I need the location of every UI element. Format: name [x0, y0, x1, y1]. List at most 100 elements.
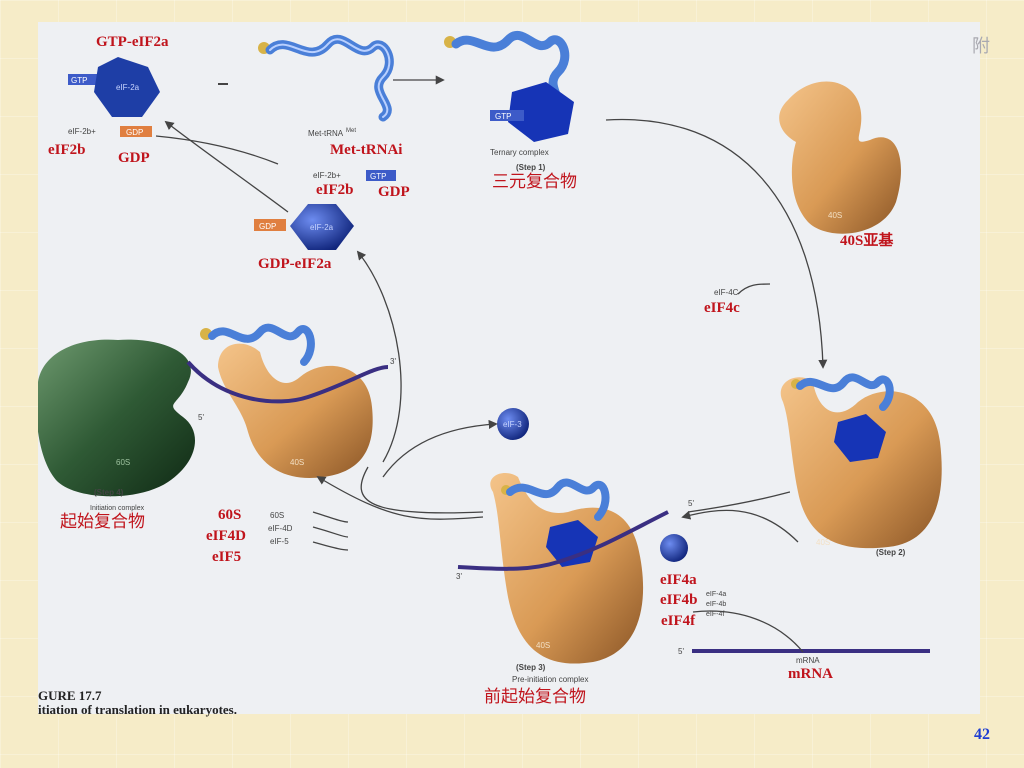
label-eif4a: eIF4a [660, 572, 697, 588]
step4-label: (Step 4) [94, 488, 124, 497]
label-eif4c: eIF4c [704, 300, 740, 316]
svg-text:Pre-initiation complex: Pre-initiation complex [512, 675, 588, 684]
step3-mrna [457, 510, 669, 571]
svg-text:40S: 40S [828, 211, 842, 220]
label-40s-subunit-cn: 40S亚基 [840, 233, 894, 249]
met-trna-small: Met-tRNA [308, 129, 344, 138]
svg-text:eIF-3: eIF-3 [503, 420, 522, 429]
step3-label: (Step 3) [516, 663, 546, 672]
met-sup: Met [346, 128, 356, 134]
step1-label: (Step 1) [516, 163, 546, 172]
svg-text:60S: 60S [116, 458, 130, 467]
met-trna-molecule: Met-tRNA Met [258, 34, 394, 138]
arrow-eif3-release [382, 419, 498, 478]
eif2a-hexagon [94, 57, 160, 117]
arrow-step3-to-step4 [316, 476, 484, 520]
label-mrna: mRNA [788, 666, 833, 682]
label-eif4b: eIF4b [660, 592, 698, 608]
ternary-small-label: Ternary complex [490, 148, 549, 157]
translation-initiation-diagram: GTP eIF-2a eIF-2b+ GDP Met-tRNA Met GTP … [38, 30, 942, 684]
svg-text:5': 5' [678, 647, 684, 656]
svg-text:GTP: GTP [370, 172, 386, 181]
label-preinitiation-complex-cn: 前起始复合物 [484, 687, 586, 707]
arrow-60s-in [312, 511, 349, 523]
svg-text:mRNA: mRNA [796, 656, 820, 665]
eif2a-text: eIF-2a [116, 83, 140, 92]
gdp-tag-top-text: GDP [126, 128, 143, 137]
step3-preinitiation-complex: 3' 5' 40S (Step 3) Pre-initiation comple… [456, 472, 694, 684]
arrow-step3-up [360, 466, 484, 514]
svg-text:5': 5' [688, 499, 694, 508]
svg-text:40S: 40S [816, 538, 830, 547]
eif4-protein-ball [660, 534, 688, 562]
step2-complex: 40S (Step 2) [780, 373, 942, 557]
page-number: 42 [974, 726, 990, 743]
svg-text:GDP: GDP [259, 222, 276, 231]
label-eif5: eIF5 [212, 549, 242, 565]
gtp-tag-text: GTP [71, 76, 87, 85]
arrow-mrna-in [692, 610, 804, 653]
arrow-ternary-to-step2 [605, 118, 828, 369]
gtp-tag [68, 74, 98, 85]
gtp-eif2a-complex: GTP eIF-2a [68, 57, 160, 117]
pathway-arrows [155, 75, 828, 653]
svg-text:40S: 40S [536, 641, 550, 650]
eif2b-small-text: eIF-2b+ [68, 127, 96, 136]
figure-title: itiation of translation in eukaryotes. [38, 702, 237, 717]
label-gtp-eif2a: GTP-eIF2a [96, 34, 169, 50]
ternary-complex: GTP Ternary complex (Step 1) [444, 30, 574, 172]
svg-text:eIF-2b+: eIF-2b+ [313, 171, 341, 180]
arrow-step2-to-step3 [681, 509, 799, 543]
corner-mark: 附 [972, 36, 990, 57]
gdp-eif2a-complex: GDP eIF-2a [254, 204, 354, 250]
svg-text:eIF-2a: eIF-2a [310, 223, 334, 232]
svg-text:3': 3' [390, 357, 396, 366]
svg-text:GTP: GTP [495, 112, 511, 121]
label-ternary-complex-cn: 三元复合物 [492, 172, 577, 192]
label-60s: 60S [218, 507, 242, 523]
svg-text:eIF-4f: eIF-4f [706, 611, 724, 618]
step4-initiation-complex: 5' 3' 60S 40S (Step 4) Initiation comple… [38, 323, 396, 512]
arrow-gdp-eif2a-recycle [164, 120, 289, 213]
eif2b-gdp-small-top: eIF-2b+ GDP [68, 126, 152, 137]
gdp-tag-top [120, 126, 152, 137]
svg-text:3': 3' [456, 572, 462, 581]
40s-subunit-top-right: 40S [779, 81, 901, 234]
svg-text:eIF-4a: eIF-4a [706, 591, 726, 598]
figure-panel: GTP eIF-2a eIF-2b+ GDP Met-tRNA Met GTP … [38, 22, 980, 717]
svg-text:40S: 40S [290, 458, 304, 467]
svg-text:60S: 60S [270, 511, 284, 520]
figure-number: GURE 17.7 [38, 688, 102, 703]
label-eif2b-top: eIF2b [48, 142, 86, 158]
eif3-protein: eIF-3 [497, 408, 529, 440]
svg-text:5': 5' [198, 413, 204, 422]
label-gdp-mid: GDP [378, 184, 410, 200]
ternary-eif2a [508, 82, 574, 142]
label-gdp-eif2a: GDP-eIF2a [258, 256, 332, 272]
arrow-eif5-in [312, 541, 349, 551]
svg-text:eIF-4b: eIF-4b [706, 601, 726, 608]
svg-text:eIF-4D: eIF-4D [268, 524, 293, 533]
eif2b-gtp-mid-tag: eIF-2b+ GTP [313, 170, 396, 181]
label-eif2b-mid: eIF2b [316, 182, 354, 198]
arrow-eif4c [737, 283, 771, 295]
step4-mrna [186, 360, 389, 404]
label-initiation-complex-cn: 起始复合物 [60, 512, 145, 532]
arrow-step2-link [687, 491, 791, 513]
arrow-eif2b-exchange [155, 135, 279, 165]
label-gdp-top: GDP [118, 150, 150, 166]
label-met-trnai: Met-tRNAi [330, 142, 403, 158]
label-eif4f: eIF4f [661, 613, 696, 629]
40s-subunit-step4 [218, 343, 373, 478]
arrow-step4-to-gdp-eif2a [356, 250, 402, 463]
label-eif4d: eIF4D [206, 528, 246, 544]
svg-text:Initiation complex: Initiation complex [90, 505, 145, 512]
mrna-strand: 5' mRNA [678, 647, 930, 665]
svg-text:eIF-5: eIF-5 [270, 537, 289, 546]
trna-helix [265, 34, 394, 122]
step4-factor-small-labels: 60S eIF-4D eIF-5 [268, 511, 293, 546]
60s-subunit [38, 339, 195, 497]
eif4c-small-label: eIF-4C [714, 288, 739, 297]
step2-label: (Step 2) [876, 548, 906, 557]
arrow-eif4d-in [312, 526, 349, 538]
